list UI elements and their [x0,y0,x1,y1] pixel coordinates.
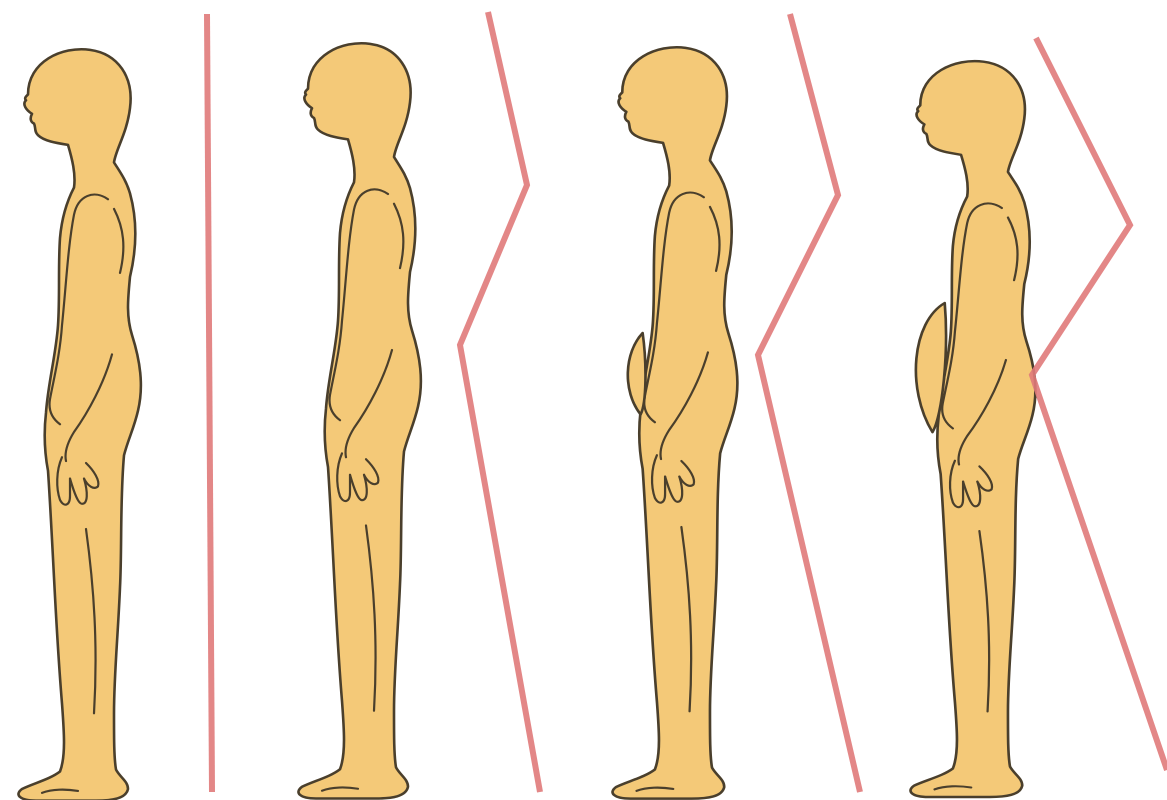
posture-figure-4 [911,61,1036,797]
posture-line-1 [207,14,212,792]
posture-line-3 [758,14,860,792]
posture-line-2 [460,12,540,792]
posture-figure-3 [613,47,738,798]
posture-line-4 [1032,38,1167,770]
posture-figure-2 [298,43,420,798]
posture-figure-1 [18,49,140,800]
